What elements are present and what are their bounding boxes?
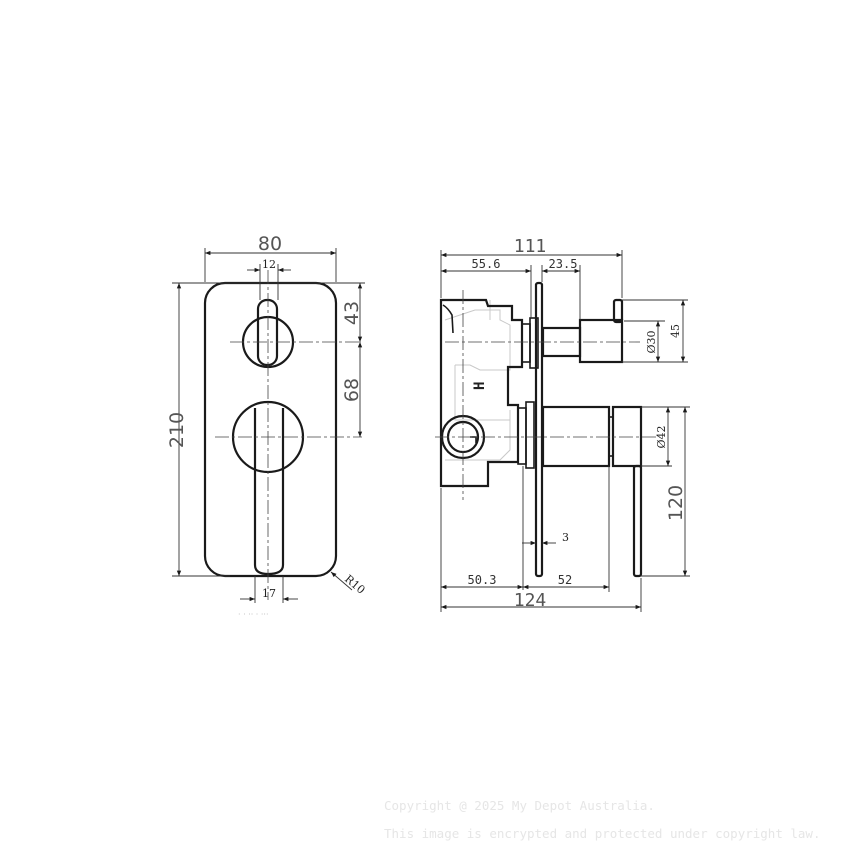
dim-body-depth-55-6: 55.6: [472, 257, 501, 271]
faceplate-outline: [203, 281, 338, 578]
dim-spacing-68: 68: [341, 378, 363, 402]
dim-total-depth-111: 111: [514, 236, 547, 257]
dim-lever-length-120: 120: [665, 485, 687, 521]
dim-corner-radius-r10: R10: [342, 572, 367, 596]
inlet-port-notch: [470, 436, 477, 443]
valve-body-outline: [439, 298, 524, 488]
front-view: 80 12 210 43 68 17 R10 · · ·· · ···: [166, 233, 367, 619]
top-knob-lever-side: [612, 298, 624, 324]
dim-lever-width-17: 17: [262, 587, 276, 600]
side-view: H 111 55.6 23.5: [435, 236, 690, 612]
dim-knob-width-12: 12: [262, 258, 276, 271]
valve-body-hidden-lines: [444, 300, 511, 461]
dim-width-80: 80: [258, 233, 282, 255]
watermark-line-2: This image is encrypted and protected un…: [384, 826, 821, 841]
dim-knob-height-45: 45: [669, 324, 682, 338]
handle-body: [541, 405, 611, 468]
dim-knob-projection-23-5: 23.5: [549, 257, 578, 271]
watermark-line-1: Copyright @ 2025 My Depot Australia.: [384, 798, 655, 813]
dim-body-rear-50-3: 50.3: [468, 573, 497, 587]
dim-handle-diameter-42: Ø42: [655, 425, 668, 448]
hot-marker: H: [472, 382, 488, 390]
valve-body-detail: [442, 304, 454, 334]
top-spindle-ring-1: [521, 323, 531, 363]
dim-overall-depth-124: 124: [514, 590, 547, 611]
handle-cap: [611, 405, 643, 468]
dim-plate-thickness-3: 3: [562, 531, 569, 544]
top-knob-lever: [256, 298, 279, 367]
wall-plate: [534, 281, 544, 578]
lower-spindle-flange: [525, 401, 535, 469]
dim-top-offset-43: 43: [341, 301, 363, 325]
handle-lever: [253, 408, 285, 576]
dim-knob-diameter-30: Ø30: [645, 330, 658, 353]
handle-lever-side: [632, 464, 643, 578]
top-spindle-ring-2: [529, 317, 539, 369]
dim-height-210: 210: [166, 412, 188, 448]
dim-handle-projection-52: 52: [558, 573, 572, 587]
cutoff-text: · · ·· · ···: [238, 610, 269, 619]
lower-spindle-ring: [517, 407, 527, 465]
top-knob-body: [578, 318, 624, 364]
